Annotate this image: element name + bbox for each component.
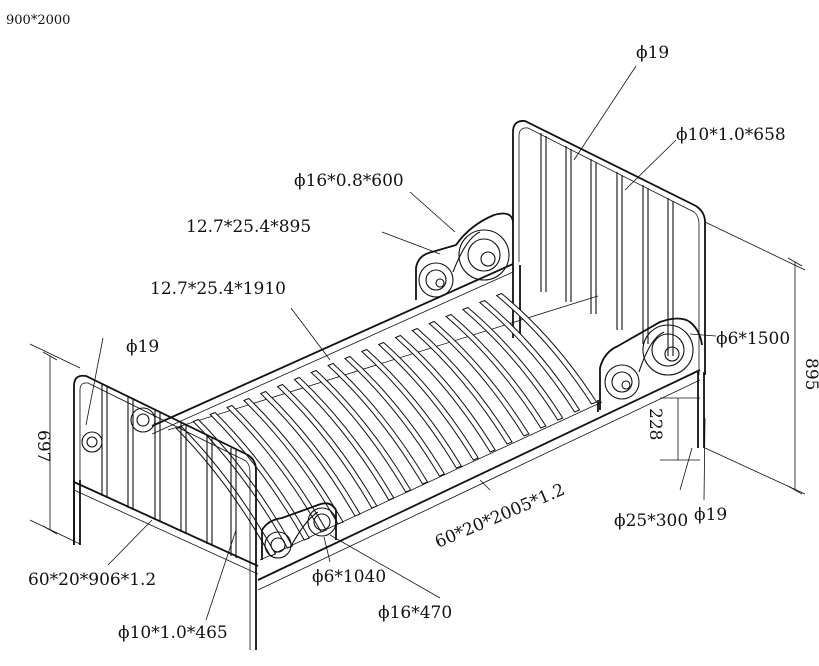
label-phi19-right: ϕ19 <box>694 505 727 525</box>
label-tube-1910: 12.7*25.4*1910 <box>150 279 286 299</box>
bed-slat <box>411 327 513 445</box>
head-side-scroll-left <box>415 212 514 300</box>
headboard-rods <box>540 133 674 356</box>
bed-slat <box>428 320 530 437</box>
bed-slat <box>276 383 378 509</box>
dimension-lines <box>29 221 806 545</box>
diagram-title: 900*2000 <box>6 13 70 28</box>
label-dim-697: 697 <box>33 430 53 462</box>
label-dim-228: 228 <box>645 408 665 440</box>
label-rod-470: ϕ16*470 <box>378 603 452 623</box>
bed-slat <box>242 397 344 525</box>
bed-slat <box>495 292 598 405</box>
head-side-scroll-right <box>599 317 703 410</box>
label-phi19-top: ϕ19 <box>636 43 669 63</box>
bed-slats <box>175 292 598 557</box>
footboard-rods <box>101 384 237 558</box>
bed-slat <box>360 348 463 469</box>
label-rail-906: 60*20*906*1.2 <box>28 570 156 590</box>
bed-slat <box>175 425 277 557</box>
label-dim-895: 895 <box>801 358 819 390</box>
bed-slat <box>461 306 564 421</box>
bed-slat <box>445 313 547 429</box>
bed-slat <box>209 411 310 541</box>
dimension-labels: ϕ19 ϕ10*1.0*658 ϕ16*0.8*600 12.7*25.4*89… <box>28 43 819 643</box>
bed-slat <box>226 404 327 533</box>
leader-lines <box>85 65 717 621</box>
bed-slat <box>310 369 412 493</box>
label-rod-1500: ϕ6*1500 <box>716 329 790 349</box>
bed-slat <box>344 355 446 477</box>
label-rail-2005: 60*20*2005*1.2 <box>432 480 568 553</box>
label-rod-1040: ϕ6*1040 <box>312 567 386 587</box>
bed-slat <box>192 418 294 549</box>
bed-slat <box>293 376 395 501</box>
side-rail-front <box>257 369 701 591</box>
label-phi19-left: ϕ19 <box>126 337 159 357</box>
label-leg-300: ϕ25*300 <box>614 511 688 531</box>
head-legs <box>597 372 705 448</box>
headboard <box>512 120 706 375</box>
bed-slat <box>394 334 496 453</box>
label-rod-658: ϕ10*1.0*658 <box>676 125 786 145</box>
foot-side-scroll <box>261 502 337 560</box>
label-rod-600: ϕ16*0.8*600 <box>294 171 404 191</box>
bed-slat <box>259 390 361 517</box>
bed-slat <box>377 341 479 461</box>
label-rod-465: ϕ10*1.0*465 <box>118 623 228 643</box>
bed-slat <box>327 362 429 485</box>
footboard <box>73 374 337 650</box>
bed-slat <box>478 299 581 413</box>
label-tube-895: 12.7*25.4*895 <box>186 217 311 237</box>
